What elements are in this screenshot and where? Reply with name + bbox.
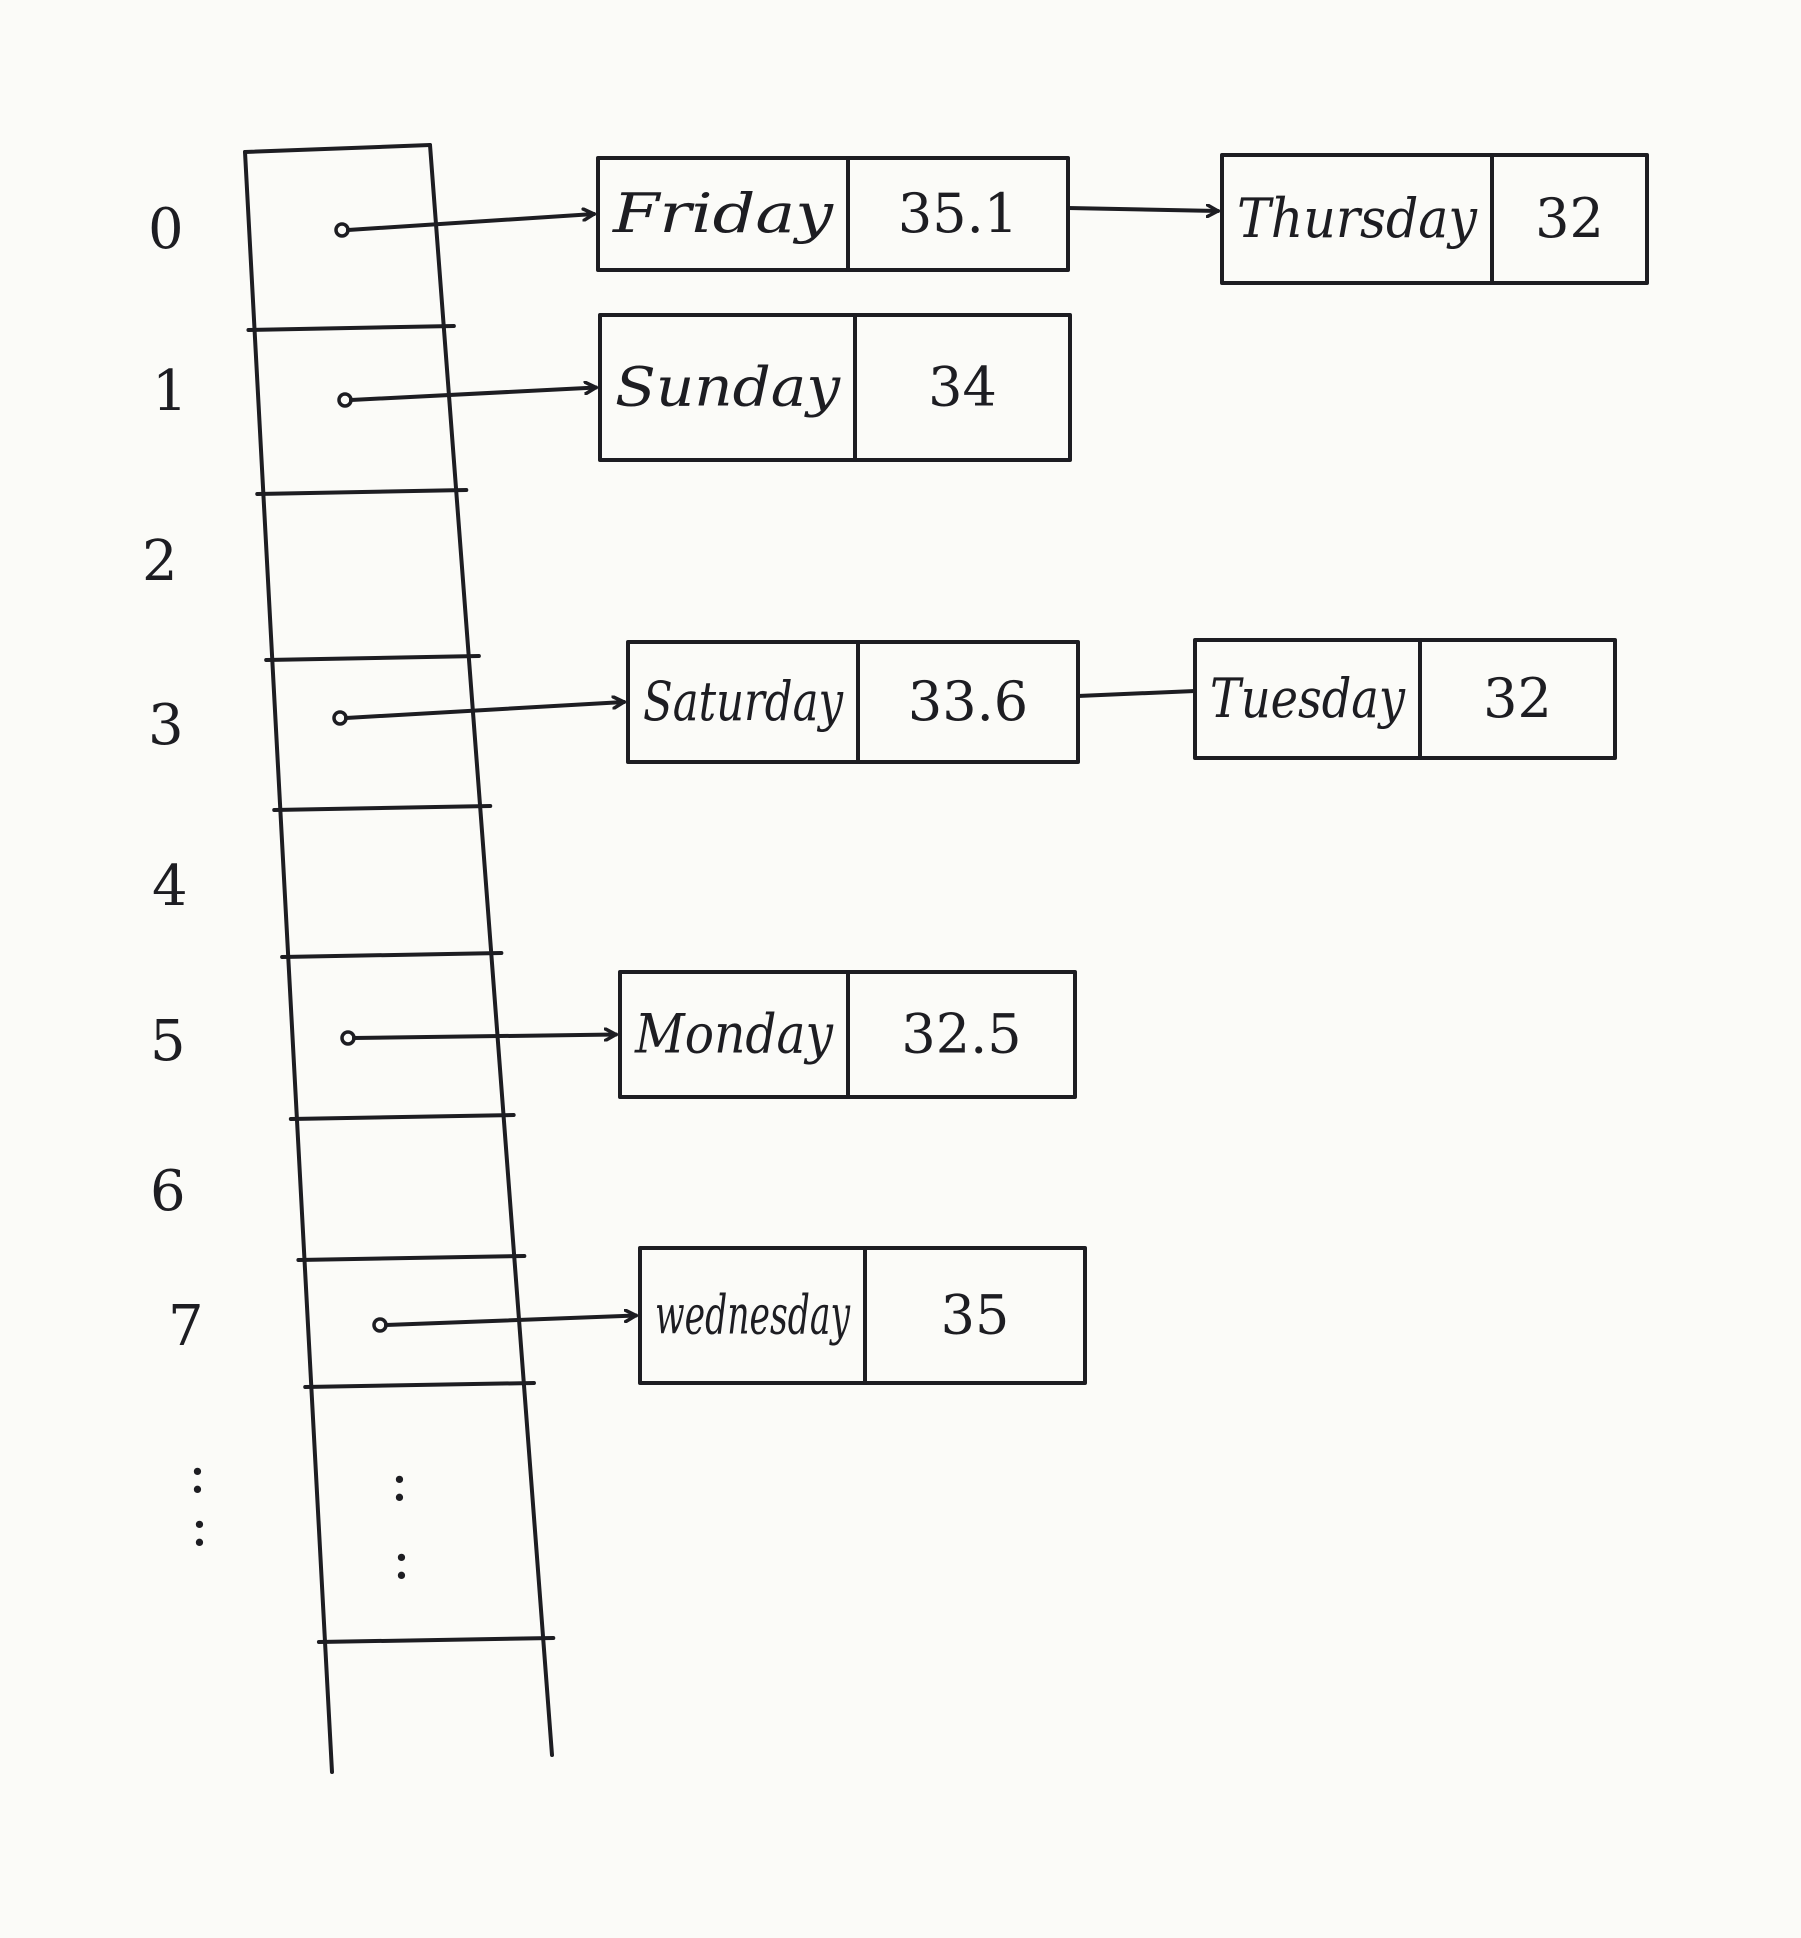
node-box (626, 640, 1080, 764)
list-node-saturday: Saturday 33.6 (626, 640, 1080, 764)
bucket-7-chain: wednesday 35 (372, 1246, 1087, 1385)
index-label-5: 5 (150, 1009, 186, 1074)
slot-divider (296, 1254, 527, 1262)
node-value: 35 (941, 1284, 1010, 1347)
index-continuation-dots-2: : (190, 1494, 209, 1559)
array-continuation-dots-2: : (392, 1527, 411, 1592)
node-value: 32 (1483, 667, 1552, 730)
node-box (598, 313, 1072, 462)
array-continuation-dots: : (390, 1449, 409, 1514)
list-node-thursday: Thursday 32 (1220, 153, 1649, 285)
index-label-0: 0 (148, 197, 184, 262)
slot-divider (272, 804, 493, 812)
node-key: Thursday (1237, 187, 1478, 250)
bucket-0-chain: Friday 35.1 Thursday 32 (334, 153, 1649, 285)
index-label-3: 3 (148, 693, 184, 758)
bucket-pointer-arrow (384, 1316, 638, 1327)
slot-divider (280, 951, 504, 959)
list-node-monday: Monday 32.5 (618, 970, 1077, 1099)
bucket-pointer-arrow (344, 702, 626, 720)
index-labels: 0 1 2 3 4 5 6 7 (142, 197, 204, 1359)
slot-dividers (246, 324, 556, 1644)
index-continuation-dots: : (188, 1441, 207, 1506)
array-left-border (243, 150, 334, 1774)
list-node-tuesday: Tuesday 32 (1193, 638, 1617, 760)
bucket-array (243, 143, 556, 1774)
slot-divider (246, 324, 456, 332)
bucket-pointer-arrow (349, 388, 598, 402)
node-value: 35.1 (898, 182, 1018, 245)
index-label-6: 6 (150, 1159, 186, 1224)
node-value: 33.6 (908, 670, 1028, 733)
node-box (1220, 153, 1649, 285)
next-pointer (1066, 208, 1220, 211)
slot-divider (288, 1113, 516, 1121)
bucket-5-chain: Monday 32.5 (340, 970, 1077, 1099)
array-right-border (428, 143, 554, 1757)
slot-divider (255, 488, 469, 496)
slot-divider (316, 1636, 556, 1644)
index-label-2: 2 (142, 529, 178, 594)
node-key: Monday (634, 1003, 834, 1066)
node-box (1193, 638, 1617, 760)
list-node-sunday: Sunday 34 (598, 313, 1072, 462)
array-top-border (243, 143, 432, 154)
index-label-7: 7 (168, 1294, 204, 1359)
next-pointer (1076, 689, 1197, 698)
bucket-pointer-arrow (352, 1035, 618, 1039)
continuation-marks: : : : : (188, 1441, 411, 1592)
list-node-wednesday: wednesday 35 (638, 1246, 1087, 1385)
node-key: Tuesday (1210, 667, 1406, 730)
node-key: Friday (612, 182, 835, 245)
index-label-1: 1 (152, 359, 188, 424)
index-label-4: 4 (152, 854, 188, 919)
node-value: 32.5 (901, 1003, 1021, 1066)
node-box (596, 156, 1070, 272)
node-box (638, 1246, 1087, 1385)
slot-divider (303, 1381, 536, 1389)
bucket-1-chain: Sunday 34 (337, 313, 1072, 462)
slot-divider (264, 654, 481, 662)
node-value: 32 (1535, 187, 1604, 250)
node-key: Saturday (643, 670, 844, 733)
node-value: 34 (928, 356, 997, 419)
node-key: wednesday (655, 1284, 851, 1347)
node-key: Sunday (615, 356, 842, 419)
bucket-3-chain: Saturday 33.6 Tuesday 32 (332, 638, 1617, 764)
list-node-friday: Friday 35.1 (596, 156, 1070, 272)
bucket-pointer-arrow (346, 214, 596, 232)
